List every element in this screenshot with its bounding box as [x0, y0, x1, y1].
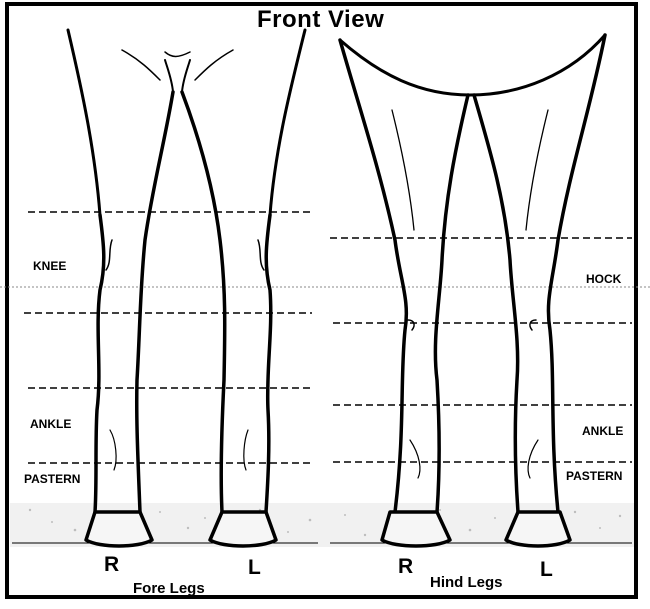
hind-legs-caption: Hind Legs: [430, 574, 503, 591]
hind-label-hock: HOCK: [586, 272, 621, 286]
fore-label-knee: KNEE: [33, 259, 66, 273]
fore-label-pastern: PASTERN: [24, 472, 80, 486]
hind-right-marker: R: [398, 555, 413, 579]
hind-label-pastern: PASTERN: [566, 469, 622, 483]
hind-label-ankle: ANKLE: [582, 424, 623, 438]
fore-right-marker: R: [104, 553, 119, 577]
fore-left-marker: L: [248, 556, 261, 580]
hind-legs-outline: [340, 35, 605, 512]
fore-label-ankle: ANKLE: [30, 417, 71, 431]
fore-legs-caption: Fore Legs: [133, 580, 205, 597]
fore-legs-outline: [68, 30, 305, 512]
hind-left-marker: L: [540, 558, 553, 582]
page-title: Front View: [257, 6, 384, 34]
